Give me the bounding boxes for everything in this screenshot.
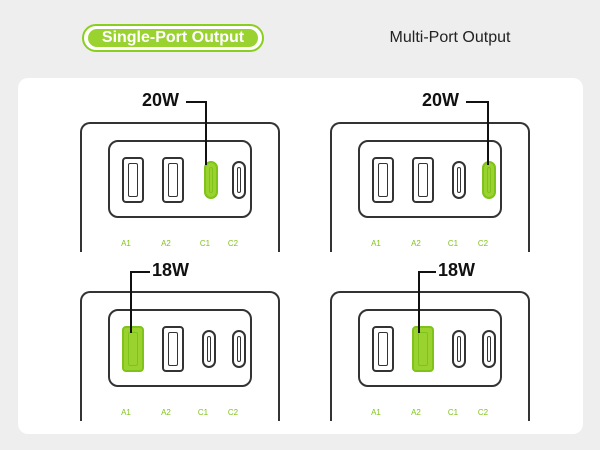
port-panel bbox=[108, 140, 252, 218]
charger-body bbox=[80, 291, 280, 421]
port-c2 bbox=[232, 330, 246, 368]
charger-4: A1 A2 C1 C2 bbox=[330, 291, 530, 421]
port-c2-active bbox=[482, 161, 496, 199]
port-c1 bbox=[452, 161, 466, 199]
leader-line bbox=[487, 101, 489, 165]
port-label-c1: C1 bbox=[447, 408, 459, 417]
output-mode-tabs: Single-Port Output Multi-Port Output bbox=[0, 18, 600, 58]
charger-body bbox=[330, 291, 530, 421]
port-label-a1: A1 bbox=[371, 408, 381, 417]
leader-line bbox=[130, 271, 132, 333]
port-label-c2: C2 bbox=[477, 239, 489, 248]
leader-line bbox=[205, 101, 207, 165]
leader-line bbox=[186, 101, 206, 103]
leader-line bbox=[466, 101, 488, 103]
watt-label-2: 20W bbox=[422, 90, 460, 110]
port-label-c1: C1 bbox=[447, 239, 459, 248]
port-a2 bbox=[162, 326, 184, 372]
port-label-a1: A1 bbox=[121, 408, 131, 417]
port-label-a2: A2 bbox=[411, 239, 421, 248]
leader-line bbox=[130, 271, 150, 273]
charger-diagram-panel: A1 A2 C1 C2 20W A1 A2 C1 C2 20W A1 A2 bbox=[18, 78, 583, 434]
watt-label-4: 18W bbox=[438, 260, 476, 280]
port-a1 bbox=[372, 157, 394, 203]
port-label-c2: C2 bbox=[227, 408, 239, 417]
tab-single-port-output-label: Single-Port Output bbox=[101, 29, 245, 46]
tab-multi-port-output[interactable]: Multi-Port Output bbox=[370, 24, 530, 52]
watt-label-1: 20W bbox=[142, 90, 180, 110]
port-label-c1: C1 bbox=[199, 239, 211, 248]
leader-line bbox=[418, 271, 420, 333]
charger-body bbox=[330, 122, 530, 252]
charger-3: A1 A2 C1 C2 bbox=[80, 291, 280, 421]
port-c2 bbox=[232, 161, 246, 199]
port-label-a2: A2 bbox=[411, 408, 421, 417]
port-a2 bbox=[162, 157, 184, 203]
port-c1 bbox=[452, 330, 466, 368]
port-a1 bbox=[122, 157, 144, 203]
port-c1-active bbox=[204, 161, 218, 199]
watt-label-3: 18W bbox=[152, 260, 190, 280]
tab-multi-port-output-label: Multi-Port Output bbox=[389, 29, 511, 46]
port-a2-active bbox=[412, 326, 434, 372]
port-a1 bbox=[372, 326, 394, 372]
port-label-a1: A1 bbox=[121, 239, 131, 248]
port-label-a2: A2 bbox=[161, 408, 171, 417]
port-panel bbox=[358, 140, 502, 218]
port-c2 bbox=[482, 330, 496, 368]
tab-single-port-output[interactable]: Single-Port Output bbox=[82, 24, 264, 52]
port-panel bbox=[358, 309, 502, 387]
port-label-c1: C1 bbox=[197, 408, 209, 417]
charger-2: A1 A2 C1 C2 bbox=[330, 122, 530, 252]
port-label-a1: A1 bbox=[371, 239, 381, 248]
port-label-c2: C2 bbox=[477, 408, 489, 417]
port-c1 bbox=[202, 330, 216, 368]
port-label-a2: A2 bbox=[161, 239, 171, 248]
charger-1: A1 A2 C1 C2 bbox=[80, 122, 280, 252]
charger-body bbox=[80, 122, 280, 252]
port-a2 bbox=[412, 157, 434, 203]
leader-line bbox=[418, 271, 436, 273]
port-panel bbox=[108, 309, 252, 387]
port-label-c2: C2 bbox=[227, 239, 239, 248]
port-a1-active bbox=[122, 326, 144, 372]
